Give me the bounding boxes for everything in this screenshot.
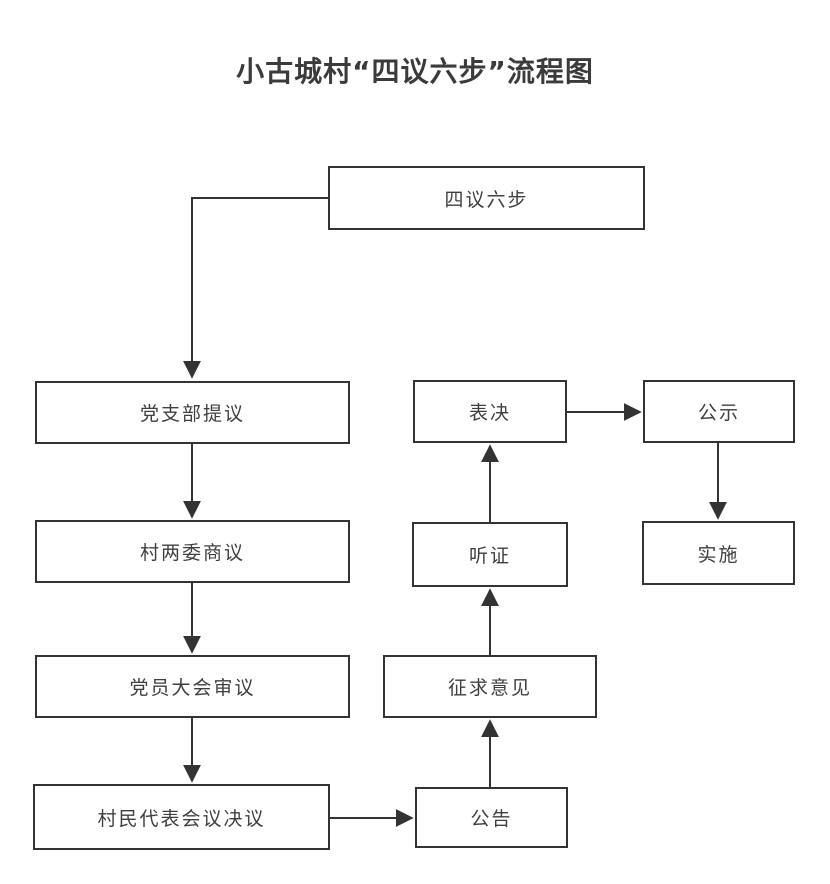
node-party-branch-proposal: 党支部提议 — [35, 381, 350, 444]
node-vote: 表决 — [413, 380, 567, 443]
node-implementation: 实施 — [642, 521, 795, 585]
node-public-notice: 公示 — [643, 380, 795, 443]
node-party-members-assembly-review: 党员大会审议 — [35, 655, 350, 718]
diagram-title: 小古城村“四议六步”流程图 — [236, 55, 594, 88]
node-villager-representatives-resolution: 村民代表会议决议 — [33, 784, 330, 850]
node-solicit-opinions: 征求意见 — [383, 655, 597, 718]
node-announcement: 公告 — [415, 787, 568, 848]
node-four-discussions-six-steps: 四议六步 — [328, 166, 645, 230]
node-village-committees-discussion: 村两委商议 — [35, 520, 350, 583]
arrow-root-to-propose — [183, 197, 328, 379]
node-hearing: 听证 — [412, 522, 568, 587]
